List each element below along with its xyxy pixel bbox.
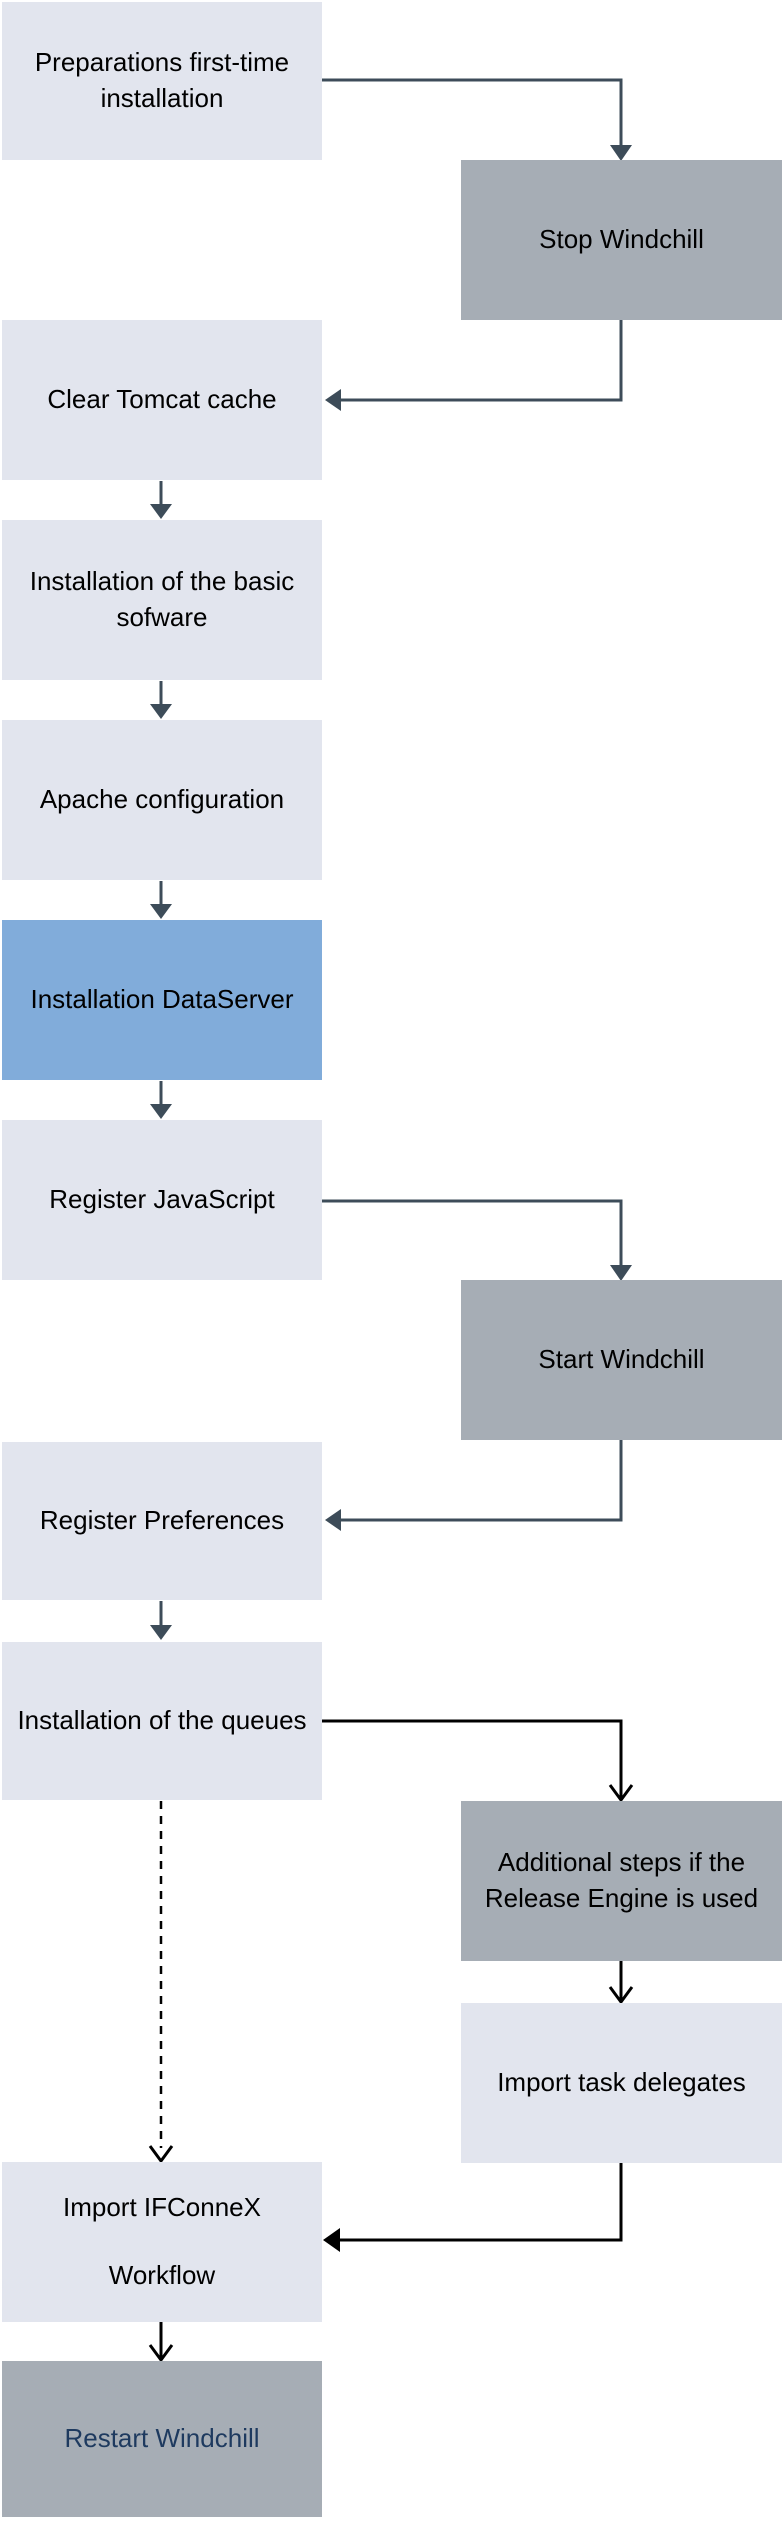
- connector-register-javascript-to-start-windchill: [322, 1199, 632, 1281]
- flow-node-basic-software: Installation of the basic sofware: [2, 520, 322, 680]
- node-label: Installation of the basic sofware: [29, 566, 295, 632]
- node-label: Stop Windchill: [539, 224, 704, 255]
- connector-preparations-to-stop-windchill: [322, 78, 632, 161]
- node-label: Register JavaScript: [49, 1184, 275, 1215]
- flow-node-stop-windchill: Stop Windchill: [461, 160, 782, 320]
- flow-node-import-task-delegates: Import task delegates: [461, 2003, 782, 2163]
- node-label: Additional steps if the Release Engine i…: [484, 1847, 759, 1913]
- connector-import-ifconnex-to-restart-windchill: [148, 2322, 174, 2363]
- connector-stop-windchill-to-clear-tomcat-cache: [325, 320, 623, 411]
- node-label-line-1: Import IFConneX: [63, 2192, 261, 2223]
- connector-additional-steps-to-import-task-delegates: [608, 1961, 634, 2005]
- node-label: Import task delegates: [497, 2067, 746, 2098]
- connector-installation-queues-to-import-ifconnex-dashed: [148, 1801, 174, 2164]
- node-label: Installation of the queues: [17, 1705, 307, 1736]
- node-label: Clear Tomcat cache: [47, 384, 277, 415]
- flow-node-clear-tomcat-cache: Clear Tomcat cache: [2, 320, 322, 480]
- connector-apache-configuration-to-installation-dataserver: [150, 881, 172, 919]
- connector-register-preferences-to-installation-queues: [150, 1601, 172, 1640]
- connector-installation-dataserver-to-register-javascript: [150, 1081, 172, 1119]
- flow-node-preparations: Preparations first-time installation: [2, 2, 322, 160]
- flow-node-register-javascript: Register JavaScript: [2, 1120, 322, 1280]
- connector-basic-software-to-apache-configuration: [150, 681, 172, 719]
- connector-start-windchill-to-register-preferences: [325, 1440, 623, 1531]
- connector-import-task-delegates-to-import-ifconnex: [323, 2163, 623, 2252]
- connector-clear-tomcat-cache-to-basic-software: [150, 481, 172, 519]
- flow-node-restart-windchill: Restart Windchill: [2, 2361, 322, 2517]
- flow-node-apache-configuration: Apache configuration: [2, 720, 322, 880]
- flow-node-installation-dataserver: Installation DataServer: [2, 920, 322, 1080]
- flow-node-register-preferences: Register Preferences: [2, 1442, 322, 1600]
- flow-node-installation-queues: Installation of the queues: [2, 1642, 322, 1800]
- connector-installation-queues-to-additional-steps: [322, 1719, 634, 1803]
- node-label: Apache configuration: [39, 784, 285, 815]
- node-label: Preparations first-time installation: [34, 47, 290, 113]
- flow-node-start-windchill: Start Windchill: [461, 1280, 782, 1440]
- node-label: Start Windchill: [538, 1344, 705, 1375]
- flow-node-import-ifconnex-workflow: Import IFConneX Workflow: [2, 2162, 322, 2322]
- flow-node-additional-steps-release-engine: Additional steps if the Release Engine i…: [461, 1801, 782, 1961]
- node-label: Restart Windchill: [64, 2423, 260, 2454]
- node-label: Installation DataServer: [30, 984, 294, 1015]
- node-label: Register Preferences: [39, 1505, 285, 1536]
- node-label-line-2: Workflow: [108, 2260, 216, 2290]
